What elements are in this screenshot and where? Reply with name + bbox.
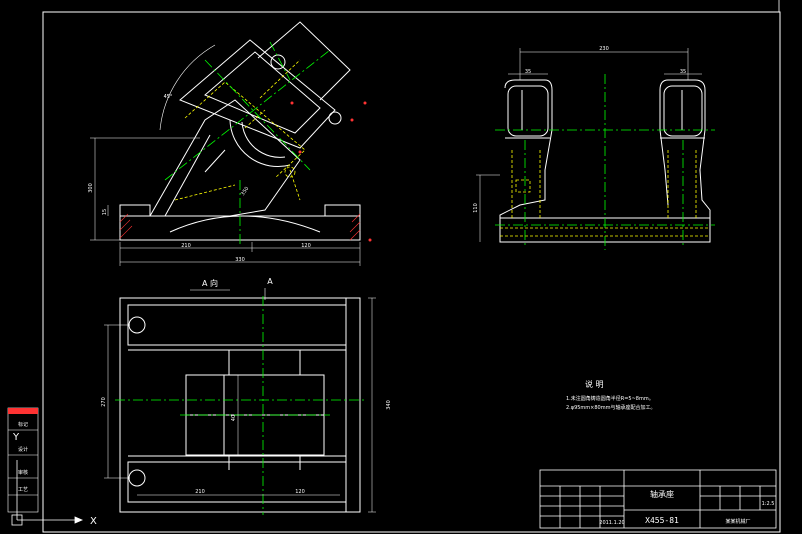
top-hole (270, 54, 286, 70)
front-dimensions (90, 137, 361, 266)
base-hatch (119, 213, 361, 241)
ucs-y-label: Y (12, 432, 20, 443)
section-dimensions (104, 297, 376, 513)
dim-tube-len: 350 (240, 186, 250, 197)
front-center-lines (164, 41, 331, 245)
arm-inner-left (164, 134, 211, 217)
notes-line-1: 1.未注圆角铸造圆角半径R=5~8mm。 (566, 395, 654, 402)
dim-side-left: 35 (525, 69, 531, 75)
dim-section-width-b: 120 (295, 489, 305, 495)
panel-item-1: 标记 (18, 421, 28, 428)
dim-side-height: 110 (473, 203, 479, 213)
bearing-arc-inner (241, 121, 286, 158)
dim-right-offset: 120 (301, 243, 311, 249)
side-hole (328, 111, 342, 125)
dim-section-total: 340 (386, 400, 392, 410)
bearing-arc-outer (229, 119, 291, 168)
section-arrow-label: A (267, 277, 273, 286)
dim-section-inner: 270 (101, 397, 107, 407)
dim-angle: 45° (164, 94, 173, 100)
angle-arc (159, 44, 216, 131)
front-view (119, 21, 361, 241)
ucs-x-label: X (90, 516, 97, 527)
title-company: 某某机械厂 (725, 518, 750, 525)
dim-section-width-a: 210 (195, 489, 205, 495)
panel-item-2: 设计 (18, 446, 28, 453)
dim-overall-width: 330 (235, 257, 245, 263)
notes-title: 说 明 (585, 379, 604, 389)
section-center-lines (115, 296, 365, 515)
title-block (539, 469, 777, 529)
title-drawing-name: 轴承座 (650, 489, 674, 499)
base-boss-left (119, 204, 151, 217)
top-cap (257, 21, 351, 101)
arm-outline (149, 99, 301, 217)
panel-item-4: 工艺 (18, 487, 28, 493)
base-saddle (169, 215, 321, 233)
red-markers (290, 101, 372, 242)
section-label: A 向 (202, 278, 218, 288)
dim-small-left: 15 (102, 209, 108, 215)
dim-left-offset: 210 (181, 243, 191, 249)
title-scale: 1:2.5 (762, 501, 775, 507)
base-boss-right (324, 204, 361, 217)
side-dimensions (476, 48, 702, 242)
panel-item-3: 审核 (18, 469, 28, 476)
side-left-boss (507, 85, 549, 137)
tube-inner (204, 51, 321, 134)
dim-height: 300 (88, 183, 94, 193)
side-panel (7, 407, 39, 513)
dim-side-top-width: 230 (599, 46, 609, 52)
title-drawing-number: X455-81 (645, 516, 679, 525)
ucs-icon (11, 460, 84, 526)
dim-side-right: 35 (680, 69, 686, 75)
arm-rib (204, 149, 226, 173)
notes-line-2: 2.φ95mm×80mm与轴承座配合加工。 (566, 404, 655, 411)
side-right-boss (663, 85, 703, 137)
side-center-lines (495, 74, 715, 250)
dim-section-center: 40 (231, 415, 237, 421)
front-hidden (174, 59, 306, 201)
title-date: 2011.1.20 (599, 520, 624, 526)
section-outer (119, 297, 361, 513)
inner-frame (42, 11, 781, 533)
tube-block (179, 39, 336, 149)
